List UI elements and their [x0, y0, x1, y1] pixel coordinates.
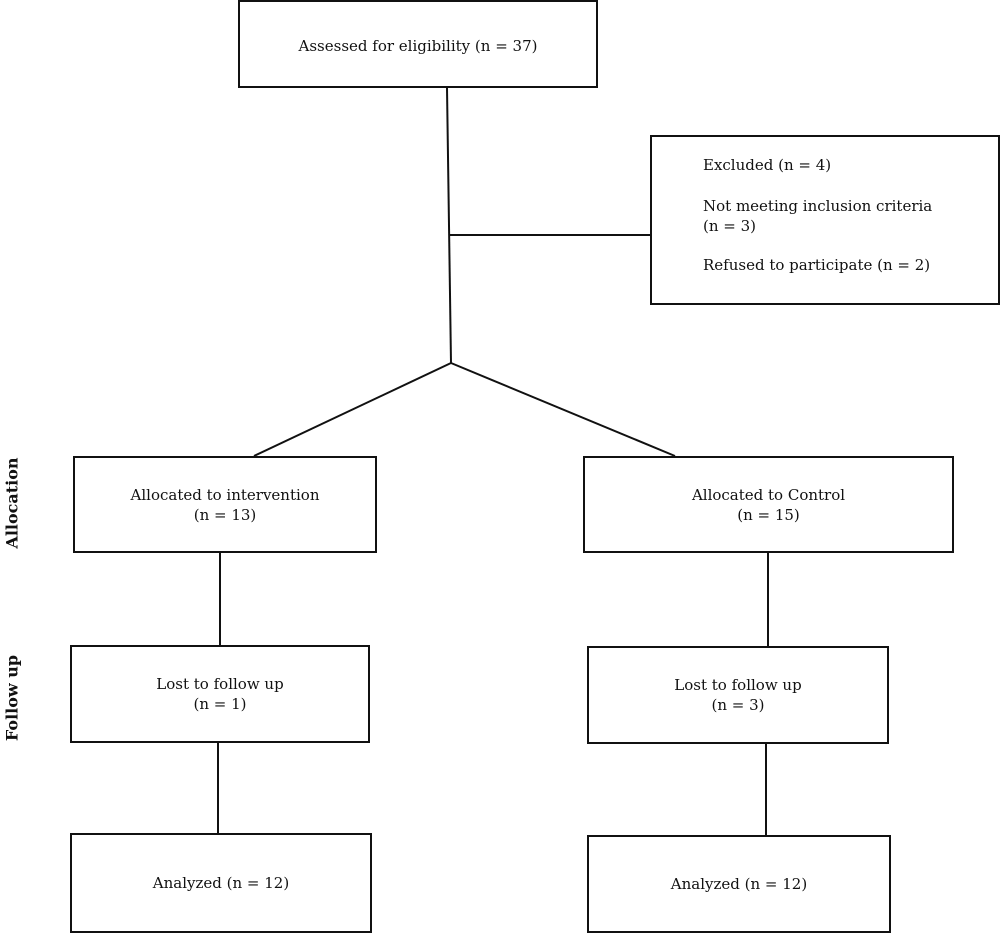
assessed-eligibility-label: Assessed for eligibility (n = 37) — [298, 37, 538, 55]
refused-to-participate-label: Refused to participate (n = 2) — [703, 256, 931, 274]
split-right-line — [450, 362, 676, 457]
analyzed-intervention-box: Analyzed (n = 12) — [70, 833, 372, 933]
split-left-line — [253, 362, 452, 457]
allocated-control-box: Allocated to Control (n = 15) — [583, 456, 954, 553]
analyzed-control-label: Analyzed (n = 12) — [670, 875, 808, 893]
lost-followup-intervention-label: Lost to follow up — [156, 675, 284, 693]
allocated-control-label: Allocated to Control — [691, 485, 846, 504]
lost-followup-control-count: (n = 3) — [711, 696, 765, 714]
trunk-line — [446, 87, 452, 364]
lost-followup-control-box: Lost to follow up (n = 3) — [587, 646, 889, 744]
assessed-eligibility-box: Assessed for eligibility (n = 37) — [238, 0, 598, 88]
analyzed-control-box: Analyzed (n = 12) — [587, 835, 891, 933]
lost-followup-control-label: Lost to follow up — [674, 676, 802, 694]
not-meeting-criteria-count: (n = 3) — [703, 217, 757, 235]
excluded-box: Excluded (n = 4) Not meeting inclusion c… — [650, 135, 1000, 305]
stage-label-allocation: Allocation — [2, 457, 22, 549]
stage-label-follow-up: Follow up — [2, 654, 22, 742]
excluded-title: Excluded (n = 4) — [703, 156, 832, 174]
analyzed-intervention-label: Analyzed (n = 12) — [152, 874, 290, 892]
allocated-intervention-box: Allocated to intervention (n = 13) — [73, 456, 377, 553]
allocated-intervention-count: (n = 13) — [193, 505, 257, 524]
allocated-control-count: (n = 15) — [737, 505, 800, 524]
allocated-intervention-label: Allocated to intervention — [130, 485, 320, 504]
lost-followup-intervention-box: Lost to follow up (n = 1) — [70, 645, 370, 743]
lost-followup-intervention-count: (n = 1) — [193, 695, 247, 713]
not-meeting-criteria-label: Not meeting inclusion criteria — [703, 197, 933, 215]
